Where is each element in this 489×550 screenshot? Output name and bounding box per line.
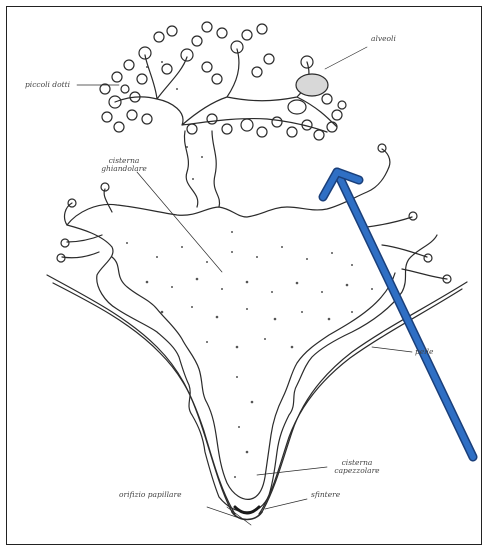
leader-cisterna-capezzolare: [257, 467, 327, 475]
leader-pelle: [372, 347, 412, 352]
label-cisterna-ghiandolare-line2: ghiandolare: [89, 165, 159, 173]
skin-line-right: [262, 282, 467, 512]
skin-line-left: [47, 275, 232, 512]
label-sfintere: sfintere: [311, 491, 340, 499]
label-pelle: pelle: [415, 348, 433, 356]
skin-line-left-inner: [53, 283, 235, 514]
udder-gland-diagram: [7, 7, 483, 546]
label-cisterna-ghiandolare: cisterna ghiandolare: [89, 157, 159, 173]
label-cisterna-capezzolare-line2: capezzolare: [325, 467, 389, 475]
main-duct: [184, 131, 219, 207]
leader-orifizio: [207, 507, 251, 525]
sphincter: [235, 507, 259, 513]
leader-sfintere: [265, 499, 307, 509]
label-cisterna-capezzolare: cisterna capezzolare: [325, 459, 389, 475]
label-alveoli: alveoli: [371, 35, 396, 43]
label-piccoli-dotti: piccoli dotti: [25, 81, 70, 89]
alveoli-cluster: [100, 22, 346, 140]
label-orifizio-papillare: orifizio papillare: [119, 491, 182, 499]
figure-frame: alveoli piccoli dotti cisterna ghiandola…: [6, 6, 482, 545]
skin-line-right-inner: [259, 289, 462, 514]
blue-arrow: [323, 172, 473, 457]
leader-cisterna-ghiandolare: [137, 172, 222, 272]
leader-alveoli: [325, 47, 367, 69]
